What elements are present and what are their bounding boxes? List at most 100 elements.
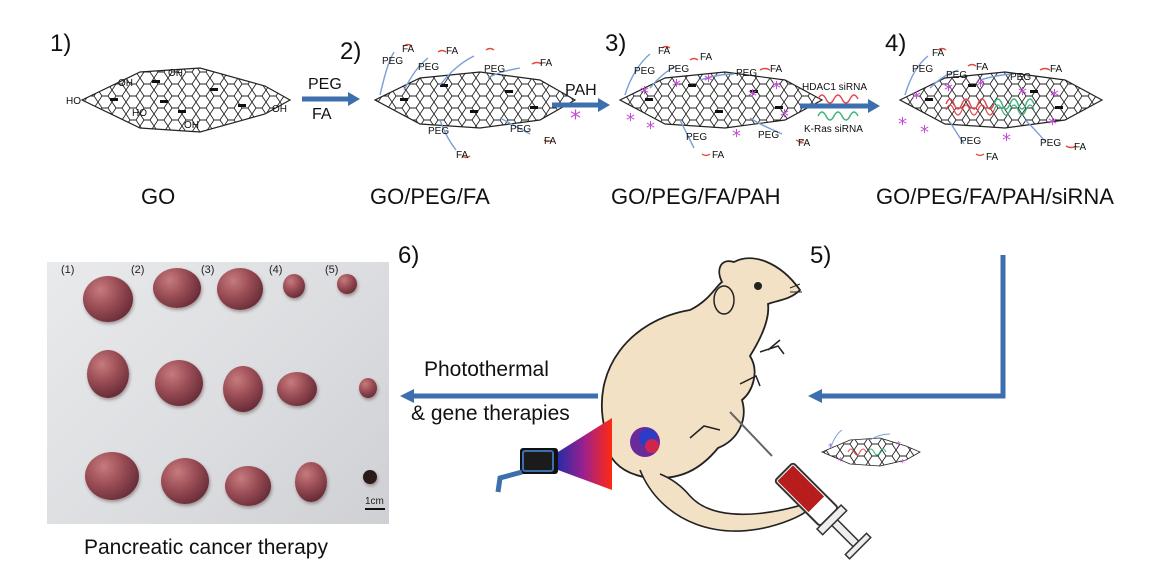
svg-text:*: * (976, 76, 985, 97)
group-label-4: (4) (269, 264, 283, 276)
pah-stars-2: *** *** *** (898, 76, 1059, 151)
peg-tag: PEG (668, 64, 690, 75)
svg-text:*: * (912, 88, 921, 109)
hdac1-sirna-icon (817, 94, 859, 104)
fa-tag: FA (770, 64, 783, 75)
group-label-1: (1) (61, 264, 75, 276)
tumor-sample (223, 366, 263, 412)
go-sheet-1 (80, 67, 292, 133)
go-oh-label: OH (168, 68, 183, 79)
fa-tag: FA (544, 136, 557, 147)
tumor-sample (337, 274, 357, 294)
svg-text:*: * (898, 114, 907, 135)
go-oh-label: OH (272, 104, 287, 115)
peg-tag: PEG (510, 124, 532, 135)
arrow-1-bottom-label: FA (312, 106, 332, 123)
step-4-number: 4) (885, 30, 907, 57)
go-peg-fa-sheet (373, 43, 577, 159)
step-2-number: 2) (340, 38, 362, 65)
fa-tag: FA (798, 138, 811, 149)
fa-tag: FA (976, 62, 989, 73)
svg-text:*: * (896, 440, 901, 451)
svg-text:*: * (704, 71, 713, 92)
peg-tag: PEG (912, 64, 934, 75)
svg-text:*: * (1002, 130, 1011, 151)
tumor-photo: (1) (2) (3) (4) (5) 1cm (47, 262, 389, 524)
arrow-pah-to-sirna (800, 99, 880, 113)
tumor-sample (153, 268, 201, 308)
go-ho-label: HO (132, 108, 147, 119)
svg-text:*: * (646, 118, 655, 139)
svg-text:*: * (772, 78, 781, 99)
fa-tag: FA (700, 52, 713, 63)
peg-tag: PEG (946, 70, 968, 81)
peg-tag: PEG (1040, 138, 1062, 149)
go-oh-label: OH (184, 120, 199, 131)
tumor-sample (155, 360, 203, 406)
step-5-number: 5) (810, 242, 832, 269)
fa-tag: FA (540, 58, 553, 69)
therapy-label-line2: & gene therapies (411, 402, 570, 425)
pah-stars: *** *** *** (626, 71, 789, 147)
arrow-go-to-peg (302, 92, 360, 106)
fa-tag: FA (712, 150, 725, 161)
group-label-2: (2) (131, 264, 145, 276)
fa-tag: FA (456, 150, 469, 161)
step-6-number: 6) (398, 242, 420, 269)
fa-tag: FA (1074, 142, 1087, 153)
svg-text:*: * (1048, 114, 1057, 135)
go-oh-label: OH (118, 78, 133, 89)
kras-sirna-icon (817, 111, 859, 121)
peg-tag: PEG (382, 56, 404, 67)
fa-tag: FA (986, 152, 999, 163)
svg-text:*: * (626, 110, 635, 131)
fa-tag: FA (446, 46, 459, 57)
photo-caption: Pancreatic cancer therapy (84, 536, 328, 559)
scale-bar (365, 508, 385, 510)
tumor-sample (83, 276, 133, 322)
therapy-label-line1: Photothermal (424, 358, 549, 381)
arrow-3-top-label: HDAC1 siRNA (802, 82, 868, 93)
svg-text:*: * (1018, 84, 1027, 105)
nanoparticle-mini: **** (820, 429, 921, 469)
svg-text:*: * (920, 122, 929, 143)
peg-tag: PEG (960, 136, 982, 147)
arrow-sirna-to-mouse (808, 255, 1006, 403)
tumor-sample (161, 458, 209, 504)
peg-tag: PEG (634, 66, 656, 77)
svg-text:*: * (900, 458, 905, 469)
peg-tag: PEG (484, 64, 506, 75)
tumor-sample (295, 462, 327, 502)
svg-text:*: * (640, 83, 649, 104)
step-1-number: 1) (50, 30, 72, 57)
go-peg-fa-pah-sirna-sheet: *** *** *** (898, 47, 1104, 157)
tumor-sample (277, 372, 317, 406)
svg-text:*: * (748, 86, 757, 107)
fa-tag: FA (932, 48, 945, 59)
go-peg-fa-label: GO/PEG/FA (370, 184, 490, 209)
peg-tag: PEG (418, 62, 440, 73)
tumor-sample (363, 470, 377, 484)
laser-device-icon (495, 418, 612, 493)
tumor-sample (283, 274, 305, 298)
svg-text:*: * (838, 456, 843, 467)
svg-text:*: * (732, 126, 741, 147)
peg-tag: PEG (428, 126, 450, 137)
step-3-number: 3) (605, 30, 627, 57)
group-label-3: (3) (201, 264, 215, 276)
peg-tag: PEG (1010, 72, 1032, 83)
tumor-sample (85, 452, 139, 500)
syringe-icon (729, 411, 872, 560)
go-label: GO (141, 184, 176, 209)
tumor-sample (217, 268, 263, 310)
go-ho-label: HO (66, 96, 81, 107)
go-peg-fa-pah-sheet: *** *** *** (618, 45, 824, 157)
arrow-1-top-label: PEG (308, 76, 342, 93)
tumor-sample (359, 378, 377, 398)
fa-tag: FA (1050, 64, 1063, 75)
tumor-sample (225, 466, 271, 506)
pah-star-reagent: * (570, 107, 581, 132)
fa-tag: FA (658, 46, 671, 57)
arrow-2-top-label: PAH (565, 82, 597, 99)
